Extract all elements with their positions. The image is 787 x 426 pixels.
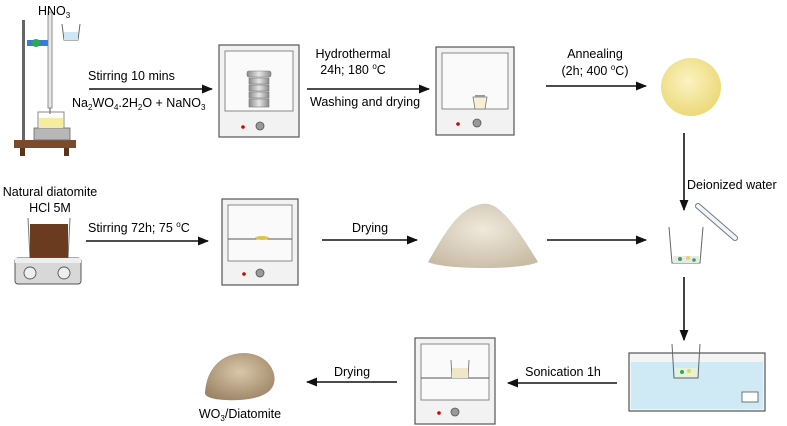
deionized-label: Deionized water <box>687 178 777 192</box>
hotplate-beaker-icon <box>14 217 82 285</box>
oven-icon <box>414 337 496 425</box>
hydro-cond-label: 24h; 180 oC <box>320 62 386 77</box>
annealing-label: Annealing <box>567 47 623 61</box>
hno3-label: HNO3 <box>38 4 71 20</box>
anneal-cond-label: (2h; 400 oC) <box>562 63 629 78</box>
stirring10-label: Stirring 10 mins <box>88 69 175 83</box>
sonication-label: Sonication 1h <box>525 365 601 379</box>
product-label: WO3/Diatomite <box>199 407 281 423</box>
stirring72-label: Stirring 72h; 75 oC <box>88 220 190 235</box>
drying1-label: Drying <box>352 221 388 235</box>
beaker-icon <box>668 203 738 264</box>
hydrothermal-label: Hydrothermal <box>315 47 390 61</box>
beige-powder-icon <box>428 203 538 268</box>
stirrer-setup-icon <box>14 11 81 156</box>
brown-powder-icon <box>205 352 275 401</box>
oven-icon <box>218 44 300 138</box>
natural-diatomite-label: Natural diatomite <box>3 185 98 199</box>
ultrasonic-bath-icon <box>628 343 766 412</box>
oven-icon <box>221 198 299 286</box>
hcl-label: HCl 5M <box>29 201 71 215</box>
reagents-label: Na2WO4.2H2O + NaNO3 <box>72 96 206 112</box>
oven-icon <box>435 46 515 136</box>
washing-label: Washing and drying <box>310 95 420 109</box>
yellow-powder-icon <box>661 58 721 116</box>
drying2-label: Drying <box>334 365 370 379</box>
